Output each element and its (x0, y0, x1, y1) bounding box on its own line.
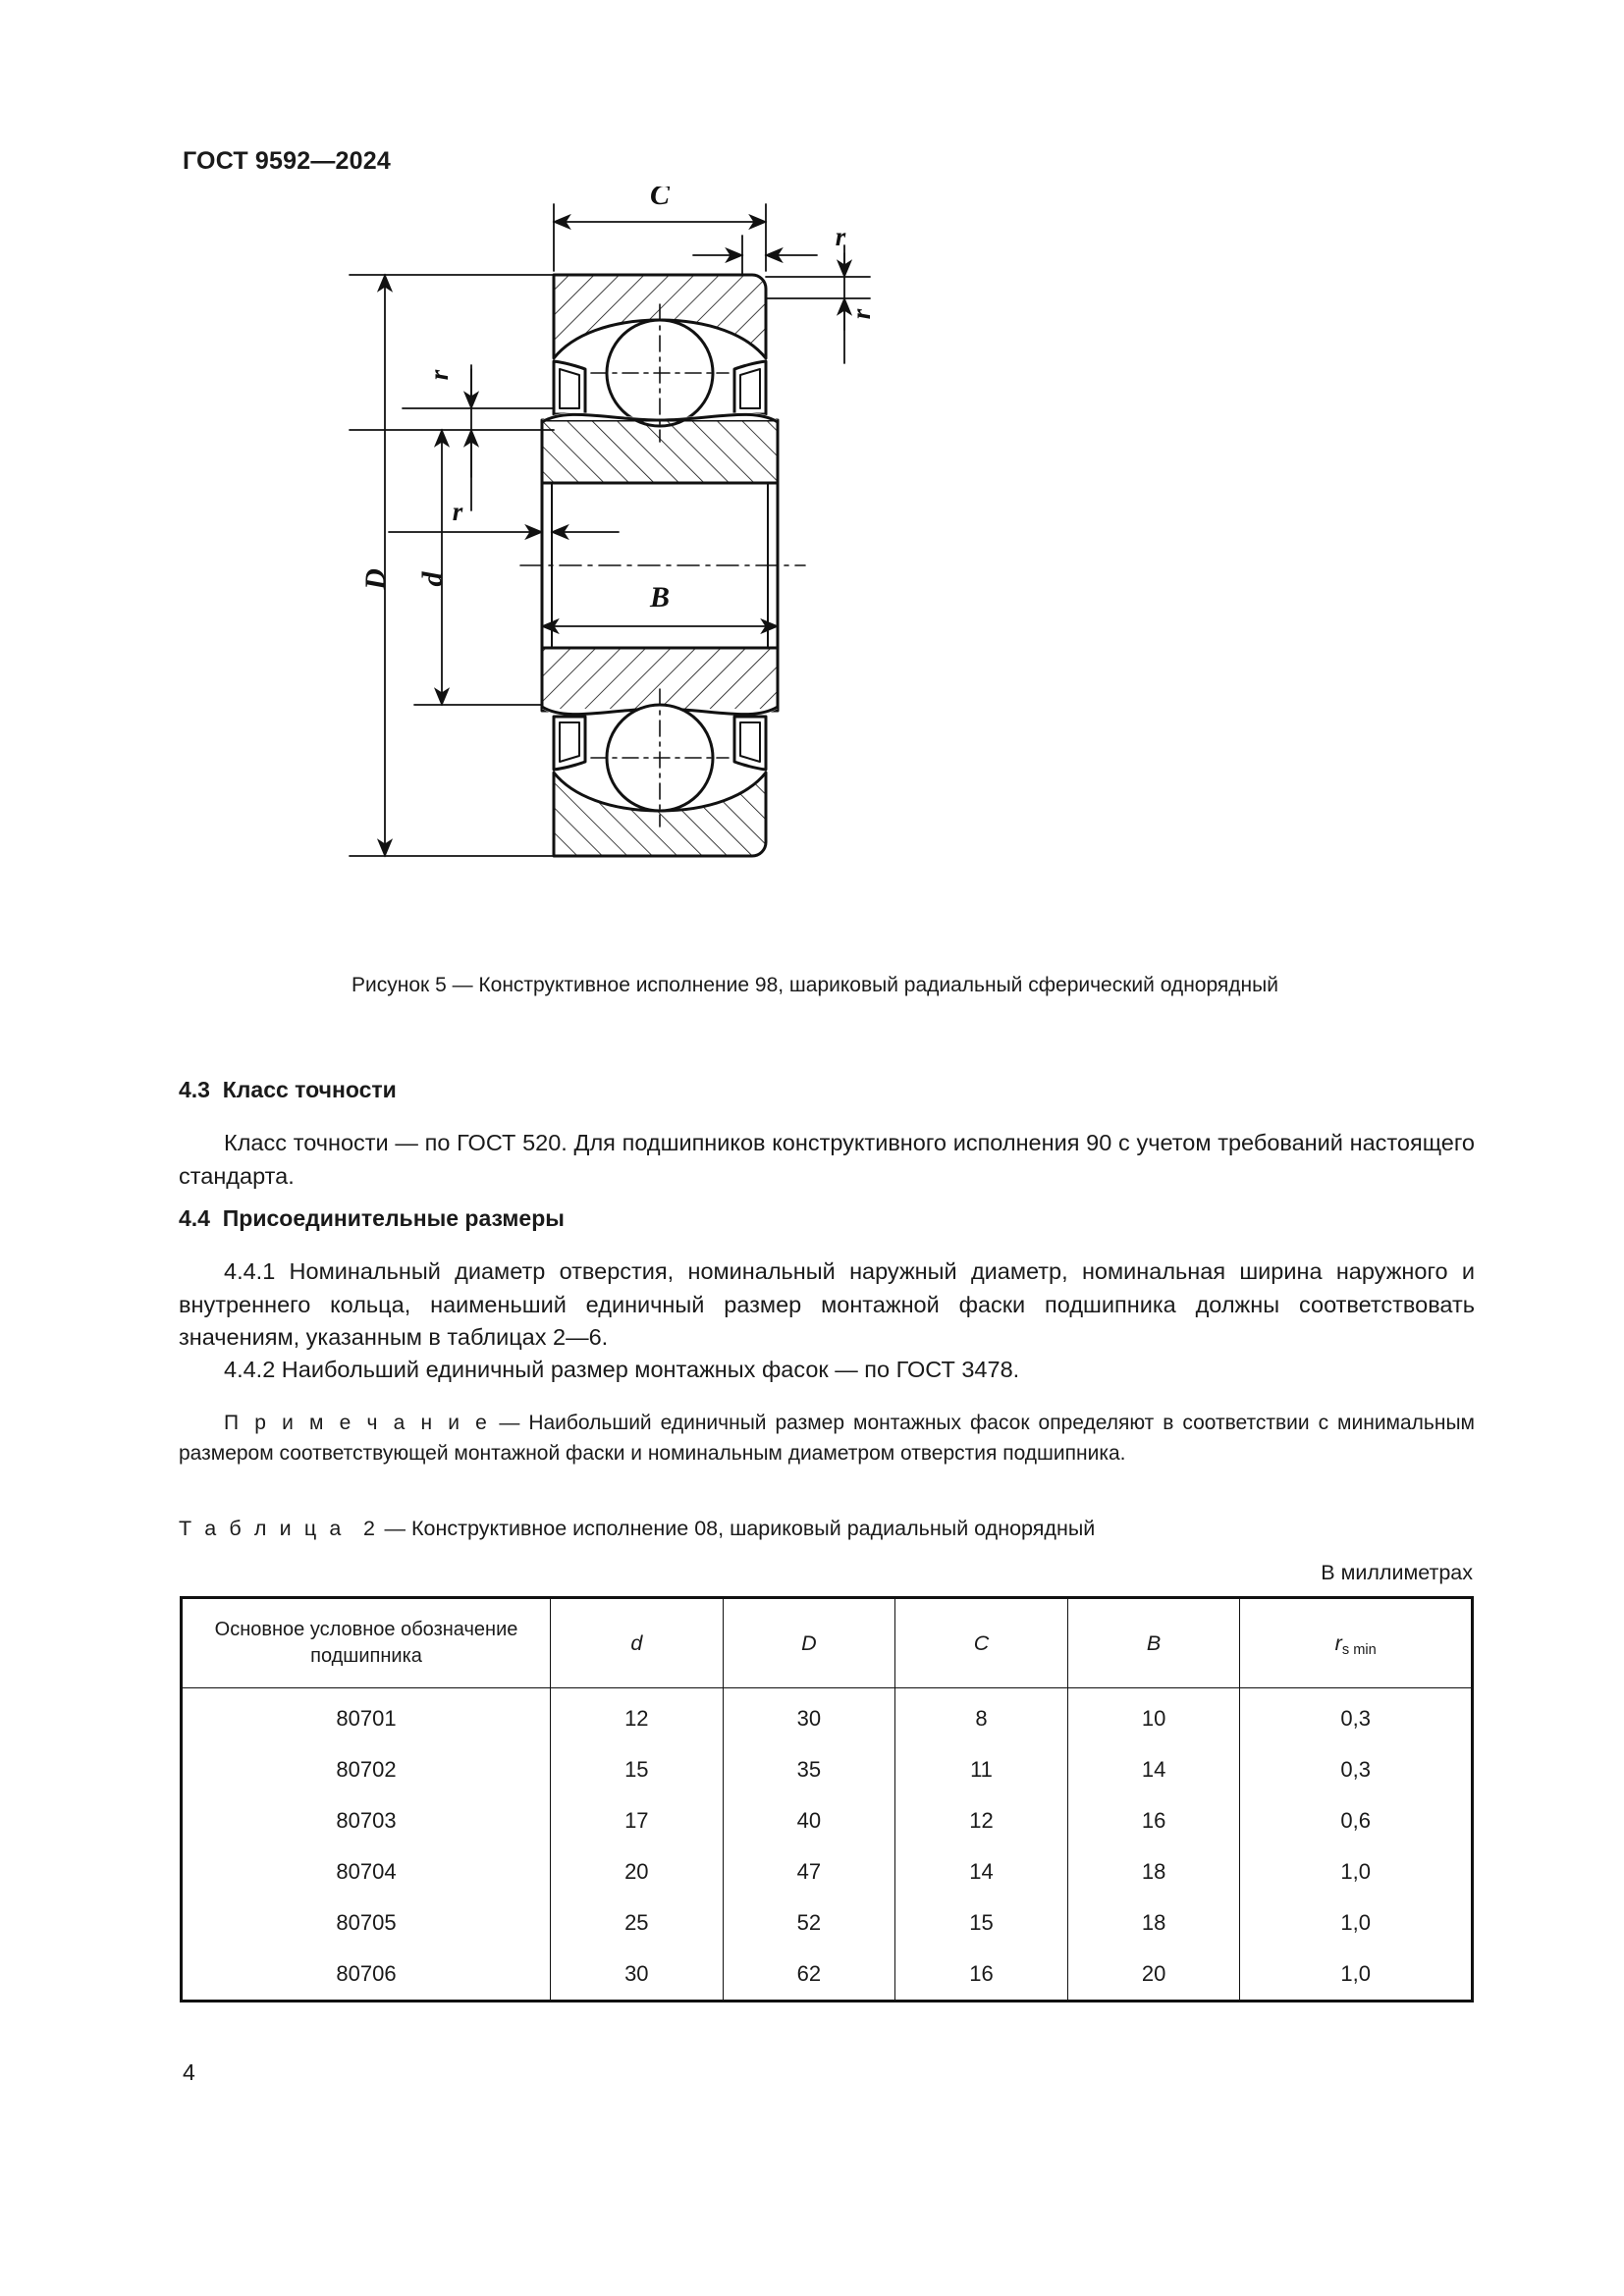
inner-ring-body-bottom (540, 646, 780, 717)
dimension-d (413, 428, 543, 707)
table-row: 80706 30 62 16 20 1,0 (179, 1949, 1474, 2002)
cell-d: 30 (550, 1949, 724, 2002)
heading-4-3-title: Класс точности (222, 1077, 397, 1102)
table-row: 80704 20 47 14 18 1,0 (179, 1846, 1474, 1897)
cell-D: 40 (722, 1795, 896, 1846)
cell-B: 14 (1066, 1744, 1241, 1795)
cell-designation: 80703 (179, 1795, 552, 1846)
paragraph-4-4-1: 4.4.1 Номинальный диаметр отверстия, ном… (179, 1255, 1475, 1355)
cell-r: 1,0 (1239, 1897, 1474, 1949)
cell-D: 62 (722, 1949, 896, 2002)
bearing-cross-section-drawing: C B D d r r r r (349, 187, 876, 858)
cell-r: 0,3 (1239, 1687, 1474, 1744)
paragraph-4-3: Класс точности — по ГОСТ 520. Для подшип… (179, 1127, 1475, 1193)
table-caption: Т а б л и ц а 2 — Конструктивное исполне… (179, 1517, 1095, 1541)
inner-ring-bottom (552, 715, 768, 772)
cell-d: 20 (550, 1846, 724, 1897)
heading-4-4: 4.4 Присоединительные размеры (179, 1205, 565, 1232)
cell-designation: 80705 (179, 1897, 552, 1949)
figure-5: C B D d r r r r (157, 187, 1473, 933)
paragraph-4-4-2: 4.4.2 Наибольший единичный размер монтаж… (179, 1354, 1475, 1387)
cell-B: 18 (1066, 1846, 1241, 1897)
cell-D: 52 (722, 1897, 896, 1949)
column-header-B: B (1066, 1596, 1241, 1688)
bearing-dimensions-table: Основное условное обозначение подшипника… (179, 1596, 1474, 2002)
cell-C: 12 (894, 1795, 1068, 1846)
cell-designation: 80706 (179, 1949, 552, 2002)
label-r-bore: r (453, 497, 463, 526)
cell-C: 11 (894, 1744, 1068, 1795)
column-header-designation: Основное условное обозначение подшипника (179, 1596, 552, 1688)
cell-B: 10 (1066, 1687, 1241, 1744)
cell-C: 8 (894, 1687, 1068, 1744)
table-body: 80701 12 30 8 10 0,3 80702 15 35 11 14 0… (179, 1687, 1474, 2002)
cell-B: 20 (1066, 1949, 1241, 2002)
cell-d: 12 (550, 1687, 724, 1744)
table-row: 80701 12 30 8 10 0,3 (179, 1687, 1474, 1744)
inner-ring-top (552, 359, 768, 416)
label-r-left: r (424, 369, 454, 380)
dimension-B (540, 610, 780, 649)
paragraph-4-4-1-text: 4.4.1 Номинальный диаметр отверстия, ном… (179, 1258, 1475, 1350)
label-D: D (359, 568, 392, 591)
table-row: 80705 25 52 15 18 1,0 (179, 1897, 1474, 1949)
cell-C: 16 (894, 1949, 1068, 2002)
inner-ring-bore (519, 481, 806, 650)
cell-designation: 80704 (179, 1846, 552, 1897)
dimension-r-right-vertical (765, 244, 871, 364)
paragraph-4-3-text: Класс точности — по ГОСТ 520. Для подшип… (179, 1130, 1475, 1189)
outer-ring-bottom (552, 771, 768, 858)
cell-C: 14 (894, 1846, 1068, 1897)
cell-r: 0,3 (1239, 1744, 1474, 1795)
heading-4-4-title: Присоединительные размеры (222, 1205, 565, 1231)
label-B: B (649, 581, 670, 614)
figure-caption: Рисунок 5 — Конструктивное исполнение 98… (352, 974, 1278, 996)
column-header-C: C (894, 1596, 1068, 1688)
cell-designation: 80702 (179, 1744, 552, 1795)
table-units-label: В миллиметрах (1321, 1561, 1473, 1584)
note-text: — Наибольший единичный размер монтажных … (179, 1412, 1475, 1465)
table-caption-label: Т а б л и ц а 2 (179, 1517, 379, 1540)
label-r-top: r (836, 222, 846, 251)
cell-designation: 80701 (179, 1687, 552, 1744)
cell-r: 1,0 (1239, 1949, 1474, 2002)
standard-header: ГОСТ 9592—2024 (183, 147, 391, 175)
heading-4-4-number: 4.4 (179, 1205, 210, 1231)
column-header-r-symbol: r (1334, 1630, 1342, 1655)
label-C: C (650, 187, 671, 211)
table-row: 80703 17 40 12 16 0,6 (179, 1795, 1474, 1846)
paragraph-4-4-2-text: 4.4.2 Наибольший единичный размер монтаж… (224, 1357, 1020, 1382)
cell-B: 18 (1066, 1897, 1241, 1949)
column-header-r-s-min: rs min (1239, 1596, 1474, 1688)
page-number: 4 (183, 2059, 195, 2085)
cell-D: 35 (722, 1744, 896, 1795)
inner-ring-body-top (540, 412, 780, 485)
cell-C: 15 (894, 1897, 1068, 1949)
column-header-D: D (722, 1596, 896, 1688)
dimension-C (552, 203, 768, 272)
cell-B: 16 (1066, 1795, 1241, 1846)
table-row: 80702 15 35 11 14 0,3 (179, 1744, 1474, 1795)
cell-d: 15 (550, 1744, 724, 1795)
cell-D: 47 (722, 1846, 896, 1897)
dimension-r-top-right (692, 235, 818, 276)
cell-r: 0,6 (1239, 1795, 1474, 1846)
dimension-r-left-vertical (349, 364, 555, 511)
note-label: П р и м е ч а н и е (224, 1412, 491, 1434)
heading-4-3: 4.3 Класс точности (179, 1077, 397, 1103)
label-d: d (416, 571, 449, 587)
note-block: П р и м е ч а н и е — Наибольший единичн… (179, 1408, 1475, 1468)
table-header-row: Основное условное обозначение подшипника… (179, 1596, 1474, 1688)
cell-D: 30 (722, 1687, 896, 1744)
column-header-d: d (550, 1596, 724, 1688)
cell-d: 17 (550, 1795, 724, 1846)
dimension-D (349, 273, 555, 858)
table-caption-text: — Конструктивное исполнение 08, шариковы… (378, 1517, 1096, 1540)
cell-d: 25 (550, 1897, 724, 1949)
heading-4-3-number: 4.3 (179, 1077, 210, 1102)
label-r-right: r (846, 308, 876, 319)
column-header-r-subscript: s min (1341, 1641, 1377, 1658)
cell-r: 1,0 (1239, 1846, 1474, 1897)
